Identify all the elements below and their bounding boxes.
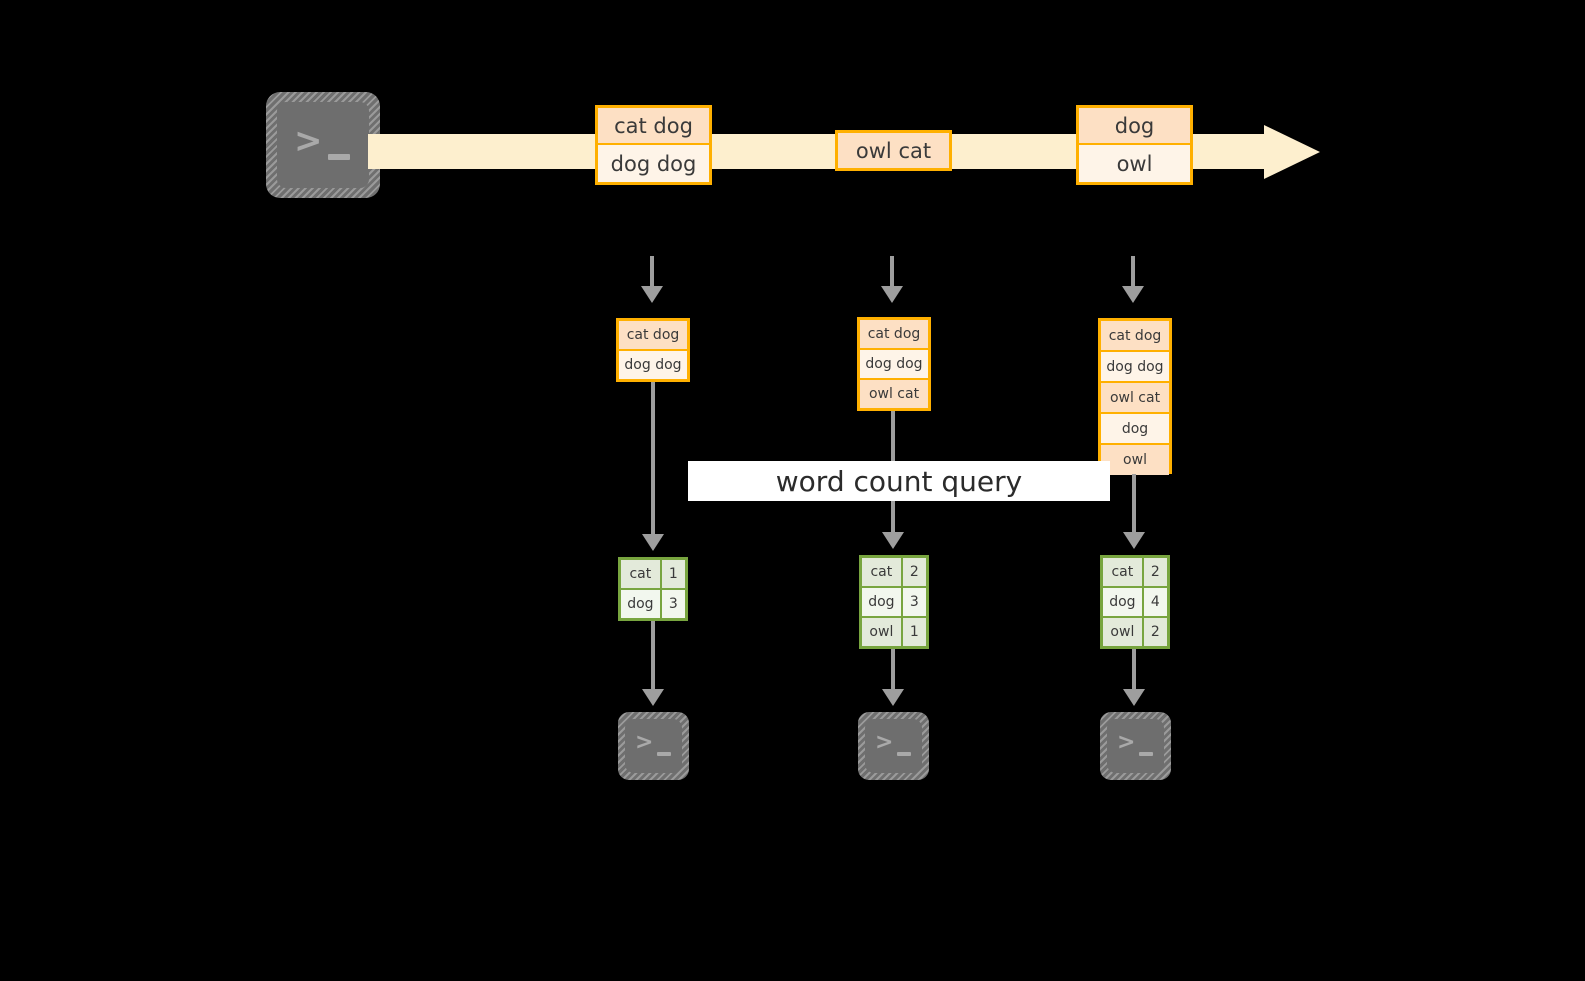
result-count-cell: 3 <box>902 588 926 616</box>
result-word-cell: cat <box>1103 558 1144 586</box>
snapshot-2-query-arrowhead-icon <box>882 532 904 549</box>
terminal-screen <box>625 719 682 773</box>
result-row: owl 1 <box>862 618 926 646</box>
stream-event-row: dog <box>1079 108 1190 145</box>
terminal-caret <box>328 154 350 160</box>
result-count-cell: 2 <box>1143 558 1167 586</box>
stream-event-2: owl cat <box>835 130 952 171</box>
result-word-cell: dog <box>1103 588 1144 616</box>
snapshot-2-input-stack: cat dog dog dog owl cat <box>857 317 931 411</box>
snapshot-2-result-table: cat 2 dog 3 owl 1 <box>859 555 929 649</box>
snapshot-3-sink-line <box>1132 649 1136 689</box>
query-label: word count query <box>688 461 1110 501</box>
result-word-cell: cat <box>621 560 662 588</box>
source-terminal-icon: > <box>266 92 380 198</box>
snapshot-input-row: dog dog <box>1101 352 1169 383</box>
result-row: dog 3 <box>862 588 926 618</box>
result-word-cell: owl <box>862 618 903 646</box>
terminal-caret <box>1139 752 1153 756</box>
snapshot-3-feed-arrowhead-icon <box>1122 286 1144 303</box>
snapshot-input-row: dog <box>1101 414 1169 445</box>
snapshot-3-input-stack: cat dog dog dog owl cat dog owl <box>1098 318 1172 475</box>
snapshot-1-sink-terminal-icon: > <box>618 712 689 780</box>
snapshot-3-query-arrowhead-icon <box>1123 532 1145 549</box>
result-row: dog 3 <box>621 590 685 618</box>
result-row: dog 4 <box>1103 588 1167 618</box>
snapshot-2-sink-arrowhead-icon <box>882 689 904 706</box>
terminal-screen <box>865 719 922 773</box>
terminal-prompt-chevron: > <box>875 730 894 755</box>
snapshot-3-query-line <box>1132 474 1136 532</box>
terminal-prompt-chevron: > <box>1117 730 1136 755</box>
snapshot-3-sink-terminal-icon: > <box>1100 712 1171 780</box>
snapshot-2-sink-line <box>891 649 895 689</box>
snapshot-1-feed-arrowhead-icon <box>641 286 663 303</box>
stream-event-row: owl <box>1079 145 1190 182</box>
stream-event-row: dog dog <box>598 145 709 182</box>
terminal-prompt-chevron: > <box>294 121 323 161</box>
snapshot-input-row: cat dog <box>860 320 928 350</box>
result-word-cell: dog <box>862 588 903 616</box>
stream-event-row: cat dog <box>598 108 709 145</box>
snapshot-1-query-arrowhead-icon <box>642 534 664 551</box>
result-word-cell: dog <box>621 590 662 618</box>
terminal-caret <box>897 752 911 756</box>
result-row: cat 2 <box>1103 558 1167 588</box>
result-row: cat 1 <box>621 560 685 590</box>
snapshot-input-row: dog dog <box>860 350 928 380</box>
snapshot-input-row: owl <box>1101 445 1169 475</box>
result-count-cell: 3 <box>661 590 685 618</box>
result-count-cell: 1 <box>902 618 926 646</box>
snapshot-3-result-table: cat 2 dog 4 owl 2 <box>1100 555 1170 649</box>
snapshot-input-row: owl cat <box>860 380 928 408</box>
snapshot-1-input-stack: cat dog dog dog <box>616 318 690 382</box>
snapshot-input-row: owl cat <box>1101 383 1169 414</box>
snapshot-1-sink-arrowhead-icon <box>642 689 664 706</box>
result-count-cell: 1 <box>661 560 685 588</box>
terminal-screen <box>1107 719 1164 773</box>
snapshot-input-row: dog dog <box>619 351 687 379</box>
snapshot-2-feed-arrowhead-icon <box>881 286 903 303</box>
snapshot-input-row: cat dog <box>1101 321 1169 352</box>
result-row: cat 2 <box>862 558 926 588</box>
snapshot-1-feed-dash <box>650 256 654 286</box>
snapshot-1-result-table: cat 1 dog 3 <box>618 557 688 621</box>
snapshot-1-query-line <box>651 382 655 534</box>
snapshot-3-sink-arrowhead-icon <box>1123 689 1145 706</box>
result-row: owl 2 <box>1103 618 1167 646</box>
snapshot-1-sink-line <box>651 621 655 689</box>
snapshot-input-row: cat dog <box>619 321 687 351</box>
result-word-cell: cat <box>862 558 903 586</box>
result-count-cell: 2 <box>902 558 926 586</box>
stream-arrow-head-icon <box>1264 125 1320 179</box>
result-word-cell: owl <box>1103 618 1144 646</box>
stream-event-row: owl cat <box>838 133 949 168</box>
result-count-cell: 4 <box>1143 588 1167 616</box>
snapshot-2-sink-terminal-icon: > <box>858 712 929 780</box>
terminal-screen <box>277 102 369 188</box>
result-count-cell: 2 <box>1143 618 1167 646</box>
stream-event-3: dog owl <box>1076 105 1193 185</box>
snapshot-2-feed-dash <box>890 256 894 286</box>
stream-event-1: cat dog dog dog <box>595 105 712 185</box>
snapshot-3-feed-dash <box>1131 256 1135 286</box>
terminal-prompt-chevron: > <box>635 730 654 755</box>
terminal-caret <box>657 752 671 756</box>
